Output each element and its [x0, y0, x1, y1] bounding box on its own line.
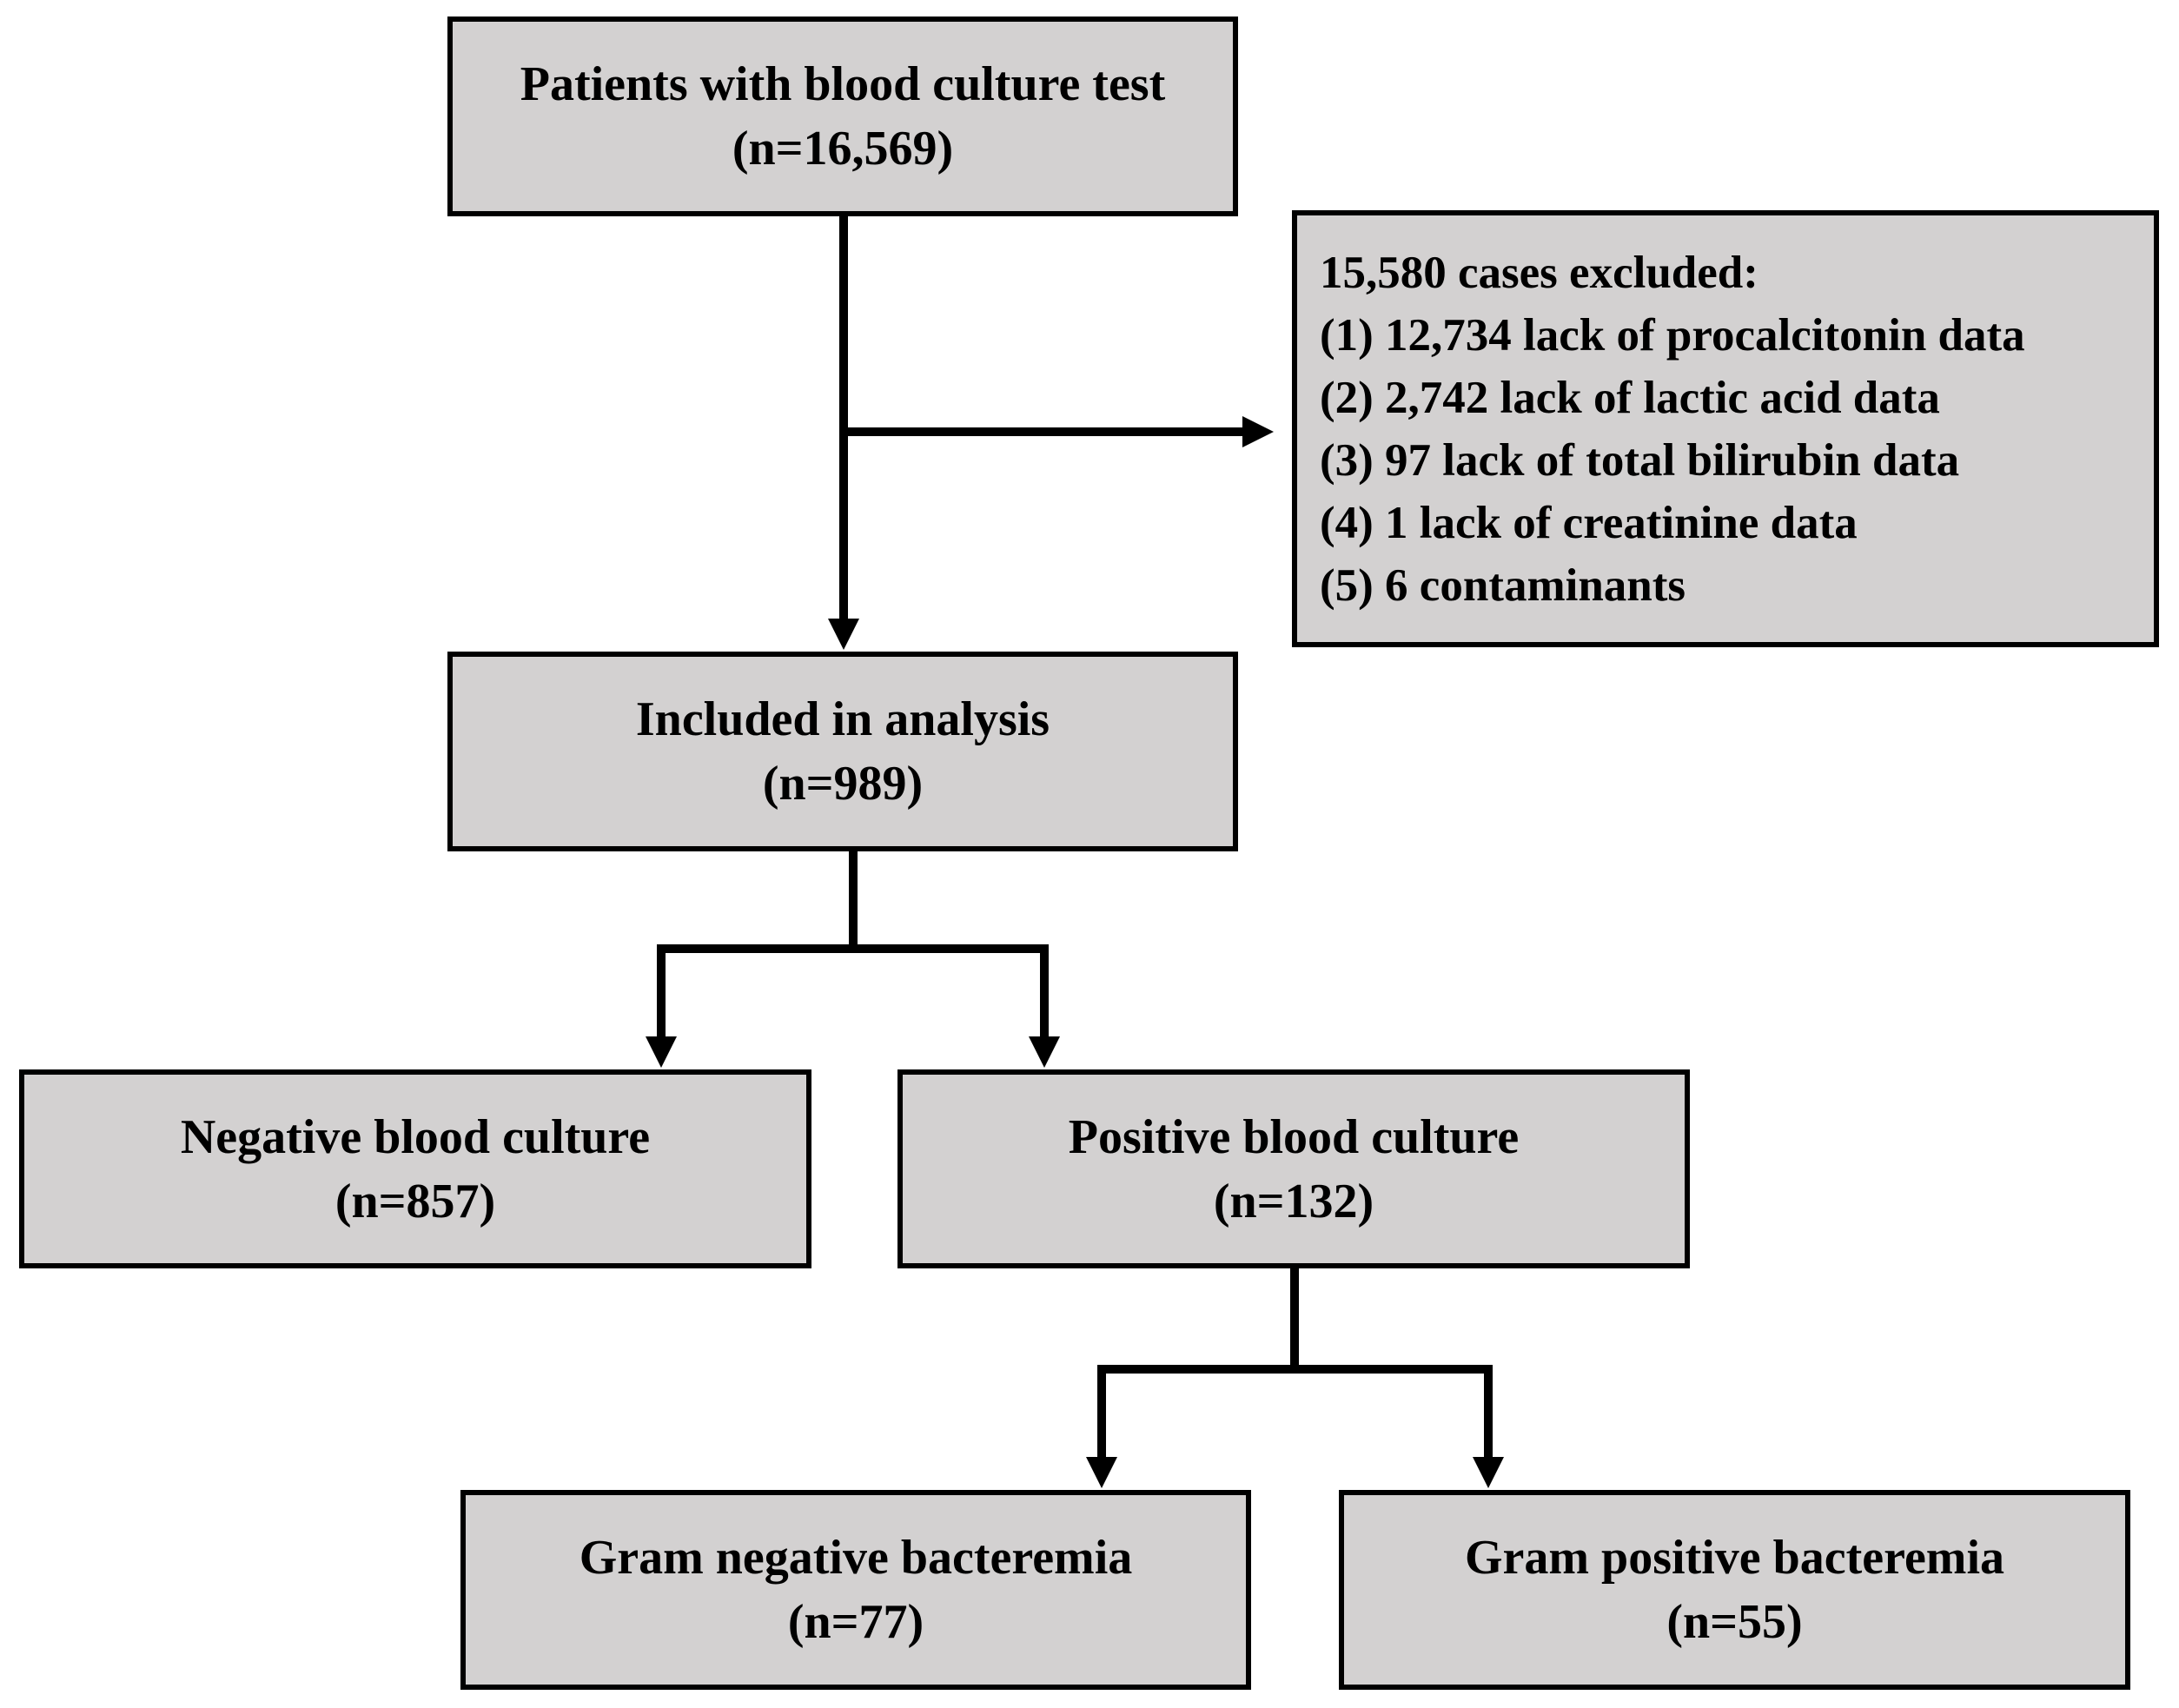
- gram-positive-title: Gram positive bacteremia: [1464, 1531, 2005, 1585]
- patients-box: Patients with blood culture test (n=16,5…: [447, 17, 1238, 216]
- negative-culture-box: Negative blood culture (n=857): [19, 1069, 811, 1268]
- included-count: (n=989): [762, 757, 924, 811]
- arrowhead-positive: [1029, 1036, 1060, 1068]
- included-box: Included in analysis (n=989): [447, 652, 1238, 851]
- gram-negative-box: Gram negative bacteremia (n=77): [460, 1490, 1251, 1690]
- excluded-reason: (4) 1 lack of creatinine data: [1320, 497, 1858, 548]
- excluded-reason: (2) 2,742 lack of lactic acid data: [1320, 372, 1940, 423]
- included-title: Included in analysis: [635, 692, 1050, 746]
- gram-positive-count: (n=55): [1666, 1595, 1803, 1649]
- positive-culture-title: Positive blood culture: [1068, 1109, 1520, 1164]
- excluded-reason: (1) 12,734 lack of procalcitonin data: [1320, 309, 2025, 361]
- negative-culture-title: Negative blood culture: [180, 1109, 651, 1164]
- excluded-title: 15,580 cases excluded:: [1320, 247, 1758, 298]
- gram-negative-count: (n=77): [787, 1595, 924, 1649]
- excluded-box: 15,580 cases excluded: (1) 12,734 lack o…: [1292, 210, 2159, 647]
- gram-positive-box: Gram positive bacteremia (n=55): [1339, 1490, 2130, 1690]
- arrowhead-excluded: [1242, 416, 1274, 447]
- patients-title: Patients with blood culture test: [520, 57, 1166, 111]
- arrowhead-gram-negative: [1086, 1457, 1117, 1488]
- positive-culture-count: (n=132): [1213, 1174, 1374, 1228]
- excluded-reason: (5) 6 contaminants: [1320, 559, 1686, 611]
- negative-culture-count: (n=857): [334, 1174, 496, 1228]
- positive-culture-box: Positive blood culture (n=132): [897, 1069, 1690, 1268]
- gram-negative-title: Gram negative bacteremia: [579, 1531, 1133, 1585]
- excluded-reason: (3) 97 lack of total bilirubin data: [1320, 434, 1960, 486]
- arrowhead-negative: [646, 1036, 677, 1068]
- connector-split-gram: [1097, 1365, 1493, 1461]
- patients-count: (n=16,569): [732, 122, 954, 175]
- arrowhead-gram-positive: [1473, 1457, 1504, 1488]
- arrowhead-included: [828, 619, 859, 650]
- connector-split-negative-positive: [657, 944, 1049, 1041]
